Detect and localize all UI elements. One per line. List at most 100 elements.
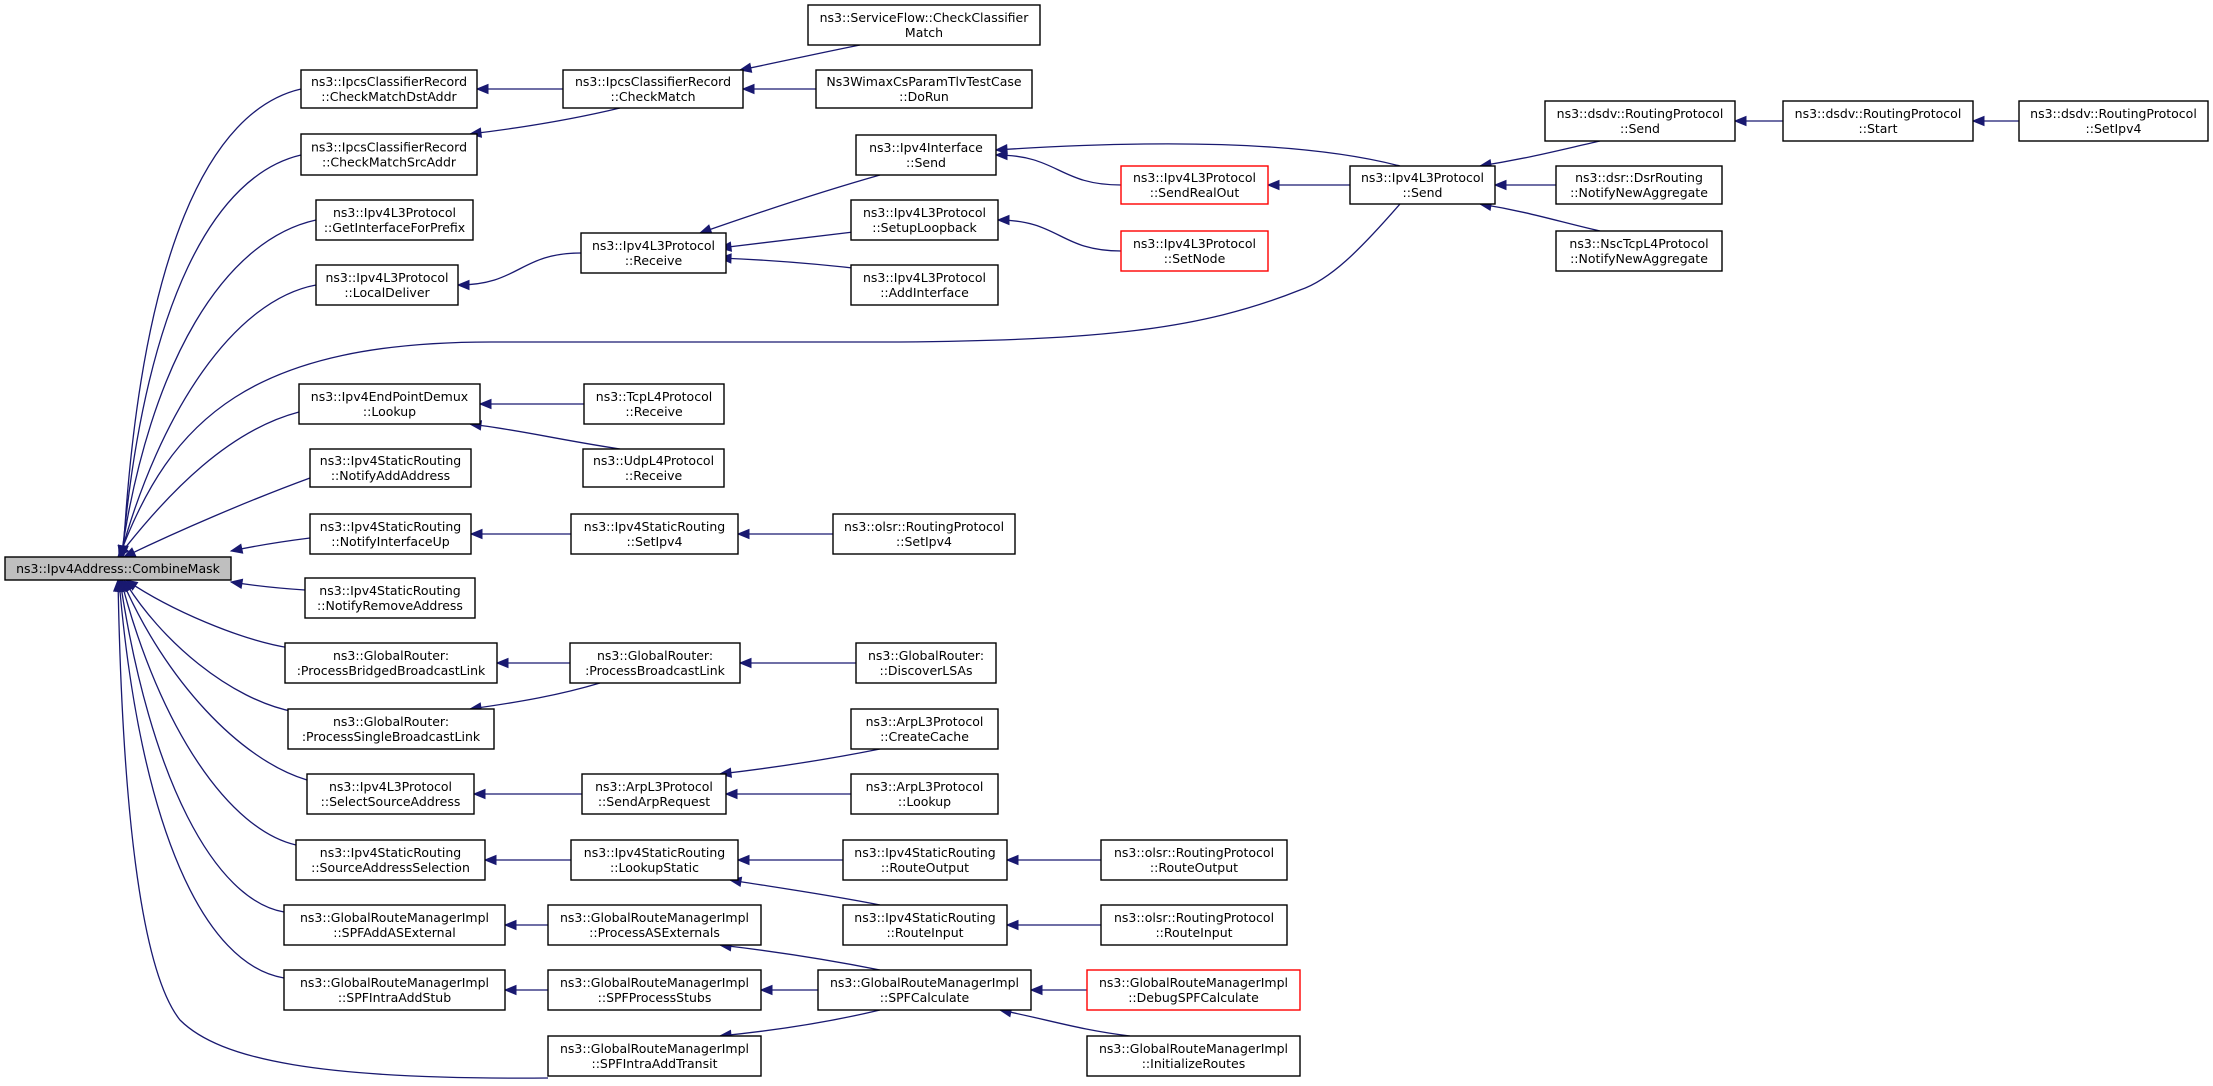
node-box[interactable]: [315, 264, 459, 306]
node-icrDst[interactable]: ns3::IpcsClassifierRecord::CheckMatchDst…: [300, 69, 478, 109]
node-nscNotify[interactable]: ns3::NscTcpL4Protocol::NotifyNewAggregat…: [1555, 230, 1723, 272]
node-box[interactable]: [850, 199, 999, 241]
node-box[interactable]: [309, 448, 472, 488]
node-box[interactable]: [1100, 839, 1288, 881]
node-box[interactable]: [283, 969, 506, 1011]
node-srSrcSel[interactable]: ns3::Ipv4StaticRouting::SourceAddressSel…: [295, 839, 486, 881]
node-grmAsExt[interactable]: ns3::GlobalRouteManagerImpl::SPFAddASExt…: [283, 904, 506, 946]
node-srSetIpv4[interactable]: ns3::Ipv4StaticRouting::SetIpv4: [570, 513, 739, 555]
node-localDeliver[interactable]: ns3::Ipv4L3Protocol::LocalDeliver: [315, 264, 459, 306]
node-box[interactable]: [582, 448, 725, 488]
node-box[interactable]: [1555, 165, 1723, 205]
node-box[interactable]: [315, 199, 474, 241]
node-box[interactable]: [855, 642, 997, 684]
node-l3Receive[interactable]: ns3::Ipv4L3Protocol::Receive: [580, 232, 727, 274]
node-box[interactable]: [1555, 230, 1723, 272]
node-srNotifyUp[interactable]: ns3::Ipv4StaticRouting::NotifyInterfaceU…: [309, 513, 472, 555]
node-icrMatch[interactable]: ns3::IpcsClassifierRecord::CheckMatch: [562, 69, 744, 109]
node-box[interactable]: [547, 904, 762, 946]
node-box[interactable]: [298, 383, 481, 425]
node-srNotifyRemove[interactable]: ns3::Ipv4StaticRouting::NotifyRemoveAddr…: [304, 577, 476, 619]
node-getIface[interactable]: ns3::Ipv4L3Protocol::GetInterfaceForPref…: [315, 199, 474, 241]
node-setNode[interactable]: ns3::Ipv4L3Protocol::SetNode: [1120, 230, 1269, 272]
node-selectSrc[interactable]: ns3::Ipv4L3Protocol::SelectSourceAddress: [306, 773, 475, 815]
node-dsdvSend[interactable]: ns3::dsdv::RoutingProtocol::Send: [1544, 100, 1736, 142]
node-grmIntraTransit[interactable]: ns3::GlobalRouteManagerImpl::SPFIntraAdd…: [547, 1035, 762, 1077]
node-srRouteInput[interactable]: ns3::Ipv4StaticRouting::RouteInput: [842, 904, 1008, 946]
node-box[interactable]: [580, 232, 727, 274]
node-box[interactable]: [569, 642, 741, 684]
node-arpCreateCache[interactable]: ns3::ArpL3Protocol::CreateCache: [850, 708, 999, 750]
node-box[interactable]: [1100, 904, 1288, 946]
node-box[interactable]: [1086, 1035, 1301, 1077]
node-udpReceive[interactable]: ns3::UdpL4Protocol::Receive: [582, 448, 725, 488]
node-tcpReceive[interactable]: ns3::TcpL4Protocol::Receive: [583, 383, 725, 425]
node-arpSendReq[interactable]: ns3::ArpL3Protocol::SendArpRequest: [581, 773, 727, 815]
node-dsdvStart[interactable]: ns3::dsdv::RoutingProtocol::Start: [1782, 100, 1974, 142]
node-box[interactable]: [583, 383, 725, 425]
node-box[interactable]: [283, 904, 506, 946]
node-box[interactable]: [815, 69, 1033, 109]
node-box[interactable]: [562, 69, 744, 109]
node-wimaxDoRun[interactable]: Ns3WimaxCsParamTlvTestCase::DoRun: [815, 69, 1033, 109]
node-box[interactable]: [1086, 969, 1301, 1011]
node-srRouteOutput[interactable]: ns3::Ipv4StaticRouting::RouteOutput: [842, 839, 1008, 881]
node-box[interactable]: [304, 577, 476, 619]
node-box[interactable]: [842, 904, 1008, 946]
node-grDiscover[interactable]: ns3::GlobalRouter:::DiscoverLSAs: [855, 642, 997, 684]
node-box[interactable]: [547, 1035, 762, 1077]
node-box[interactable]: [4, 556, 232, 581]
node-box[interactable]: [295, 839, 486, 881]
node-box[interactable]: [855, 134, 997, 176]
node-grmSpfCalc[interactable]: ns3::GlobalRouteManagerImpl::SPFCalculat…: [817, 969, 1032, 1011]
node-box[interactable]: [570, 839, 739, 881]
node-box[interactable]: [850, 708, 999, 750]
node-l3Send[interactable]: ns3::Ipv4L3Protocol::Send: [1349, 165, 1496, 205]
node-box[interactable]: [300, 133, 478, 176]
node-grSingle[interactable]: ns3::GlobalRouter::ProcessSingleBroadcas…: [287, 708, 495, 750]
node-addInterface[interactable]: ns3::Ipv4L3Protocol::AddInterface: [850, 264, 999, 306]
node-grmProcAsExt[interactable]: ns3::GlobalRouteManagerImpl::ProcessASEx…: [547, 904, 762, 946]
node-box[interactable]: [2018, 100, 2209, 142]
node-box[interactable]: [817, 969, 1032, 1011]
node-ifaceSend[interactable]: ns3::Ipv4Interface::Send: [855, 134, 997, 176]
node-box[interactable]: [284, 642, 498, 684]
node-grmInitRoutes[interactable]: ns3::GlobalRouteManagerImpl::InitializeR…: [1086, 1035, 1301, 1077]
node-box[interactable]: [581, 773, 727, 815]
node-box[interactable]: [850, 773, 999, 815]
node-box[interactable]: [807, 4, 1041, 46]
node-srNotifyAdd[interactable]: ns3::Ipv4StaticRouting::NotifyAddAddress: [309, 448, 472, 488]
node-sendRealOut[interactable]: ns3::Ipv4L3Protocol::SendRealOut: [1120, 165, 1269, 205]
node-box[interactable]: [1349, 165, 1496, 205]
node-box[interactable]: [1782, 100, 1974, 142]
node-grmIntraStub[interactable]: ns3::GlobalRouteManagerImpl::SPFIntraAdd…: [283, 969, 506, 1011]
node-box[interactable]: [1120, 165, 1269, 205]
node-grmDebugSpf[interactable]: ns3::GlobalRouteManagerImpl::DebugSPFCal…: [1086, 969, 1301, 1011]
node-box[interactable]: [1120, 230, 1269, 272]
node-grBridged[interactable]: ns3::GlobalRouter::ProcessBridgedBroadca…: [284, 642, 498, 684]
node-combine[interactable]: ns3::Ipv4Address::CombineMask: [4, 556, 232, 581]
node-dsrNotify[interactable]: ns3::dsr::DsrRouting::NotifyNewAggregate: [1555, 165, 1723, 205]
node-olsrSetIpv4[interactable]: ns3::olsr::RoutingProtocol::SetIpv4: [832, 513, 1016, 555]
node-box[interactable]: [309, 513, 472, 555]
node-box[interactable]: [306, 773, 475, 815]
node-setupLoopback[interactable]: ns3::Ipv4L3Protocol::SetupLoopback: [850, 199, 999, 241]
node-grmProcStubs[interactable]: ns3::GlobalRouteManagerImpl::SPFProcessS…: [547, 969, 762, 1011]
node-icrSrc[interactable]: ns3::IpcsClassifierRecord::CheckMatchSrc…: [300, 133, 478, 176]
node-olsrRouteOutput[interactable]: ns3::olsr::RoutingProtocol::RouteOutput: [1100, 839, 1288, 881]
node-srLookupStatic[interactable]: ns3::Ipv4StaticRouting::LookupStatic: [570, 839, 739, 881]
node-epdLookup[interactable]: ns3::Ipv4EndPointDemux::Lookup: [298, 383, 481, 425]
node-olsrRouteInput[interactable]: ns3::olsr::RoutingProtocol::RouteInput: [1100, 904, 1288, 946]
node-grBroadcast[interactable]: ns3::GlobalRouter::ProcessBroadcastLink: [569, 642, 741, 684]
node-box[interactable]: [1544, 100, 1736, 142]
node-box[interactable]: [300, 69, 478, 109]
node-box[interactable]: [850, 264, 999, 306]
node-box[interactable]: [570, 513, 739, 555]
node-box[interactable]: [287, 708, 495, 750]
node-box[interactable]: [832, 513, 1016, 555]
node-box[interactable]: [842, 839, 1008, 881]
node-box[interactable]: [547, 969, 762, 1011]
node-arpLookup[interactable]: ns3::ArpL3Protocol::Lookup: [850, 773, 999, 815]
node-dsdvSetIpv4[interactable]: ns3::dsdv::RoutingProtocol::SetIpv4: [2018, 100, 2209, 142]
